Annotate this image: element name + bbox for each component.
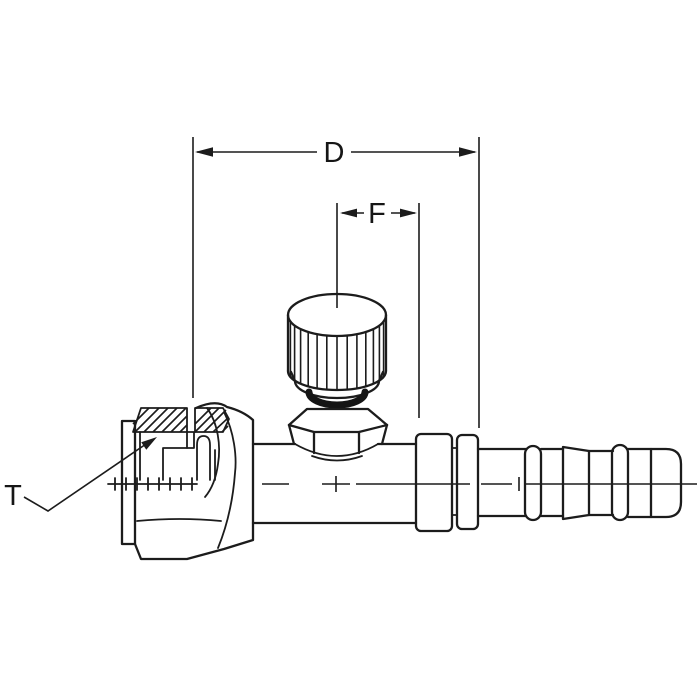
dimension-d: D	[192, 137, 480, 428]
valve-o-ring	[305, 388, 369, 409]
barb-bead-1	[523, 444, 543, 522]
nut-outline	[133, 402, 255, 561]
hex-fillet-inner-arc	[311, 455, 363, 462]
collar-rings	[414, 432, 480, 533]
nut-flange	[120, 419, 137, 546]
dimension-f: F	[336, 198, 420, 418]
arrowhead-leader-icon	[141, 437, 157, 450]
cap-base-band	[289, 370, 385, 400]
collar-ring-right	[455, 433, 480, 531]
collar-groove	[451, 447, 458, 516]
barb-shaft-2	[539, 447, 565, 518]
nut-thread-ticks	[114, 477, 193, 491]
arrowhead-left-icon	[195, 147, 213, 157]
centerline	[262, 476, 697, 492]
service-valve	[286, 292, 389, 462]
barb-tip	[649, 447, 683, 519]
barb-taper	[561, 445, 591, 521]
nut-face-arc	[217, 411, 237, 549]
body-tube	[251, 442, 418, 525]
arrowhead-right-icon	[459, 147, 477, 157]
dimension-d-label: D	[324, 137, 345, 169]
valve-hex-boss	[287, 407, 389, 462]
cap-knurl-lines	[287, 317, 387, 390]
hose-barb	[476, 443, 683, 522]
centerline-ticks	[335, 476, 520, 492]
hex-fillet-arc	[294, 443, 379, 457]
nut-hatch-lines	[132, 407, 229, 433]
callout-t-leader-line	[23, 441, 150, 512]
nut-section-band-left	[132, 407, 188, 433]
arrowhead-left-icon	[340, 208, 357, 218]
callout-t-label: T	[4, 480, 22, 512]
nut-interior-section	[107, 431, 216, 491]
collar-ring-left	[414, 432, 454, 533]
dimension-f-label: F	[368, 198, 386, 230]
nut-chamfer-arc	[204, 407, 220, 498]
nut-face-divider	[136, 518, 222, 522]
swivel-nut	[107, 402, 255, 561]
barb-shaft-3	[587, 449, 615, 517]
callout-t: T	[4, 437, 157, 512]
barb-bead-2	[610, 443, 630, 522]
arrowhead-right-icon	[400, 208, 417, 218]
barb-shaft-4	[626, 447, 653, 519]
barb-shaft-1	[476, 447, 528, 518]
